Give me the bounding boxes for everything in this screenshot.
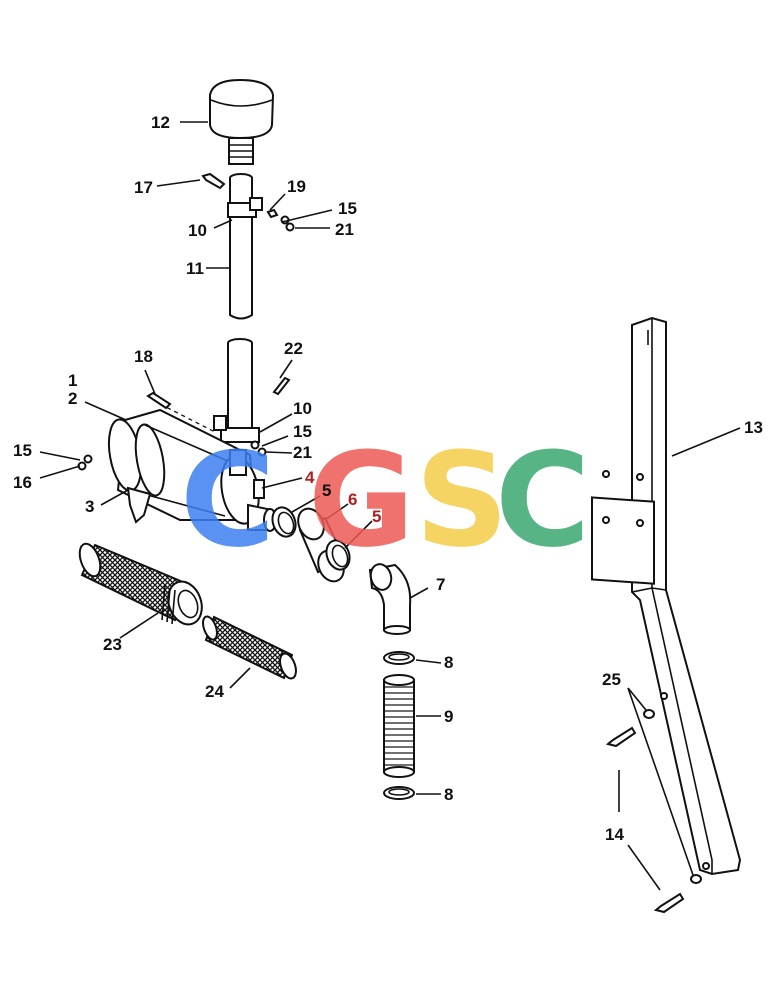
nut-19-washer <box>266 208 295 232</box>
bolt-17 <box>201 172 226 190</box>
callout-5b: 5 <box>372 507 381 526</box>
elbow-7 <box>368 563 412 635</box>
nut-15-right <box>250 440 267 457</box>
bolt-22 <box>272 376 291 396</box>
callout-labels: 12 17 19 15 21 10 11 18 22 1 2 10 15 21 … <box>13 113 763 844</box>
callout-10b: 10 <box>293 399 312 418</box>
callout-8b: 8 <box>444 785 453 804</box>
clamp-5-a <box>271 506 297 538</box>
callout-3: 3 <box>85 497 94 516</box>
callout-1: 1 <box>68 371 77 390</box>
watermark-letter-c2: C <box>495 424 590 576</box>
primary-filter-23 <box>78 542 203 626</box>
bolt-14-upper <box>605 726 637 748</box>
clamp-8-top <box>383 651 415 665</box>
callout-10a: 10 <box>188 221 207 240</box>
callout-7: 7 <box>436 575 445 594</box>
watermark-letter-g: G <box>308 424 415 576</box>
callout-9: 9 <box>444 707 453 726</box>
intake-tube-upper <box>227 173 263 320</box>
callout-11: 11 <box>186 259 204 278</box>
bolt-15-left <box>77 454 93 471</box>
mounting-bracket-13 <box>591 316 742 876</box>
washer-25-lower <box>690 874 702 884</box>
callout-21b: 21 <box>293 443 312 462</box>
callout-21a: 21 <box>335 220 354 239</box>
callout-6: 6 <box>348 490 357 509</box>
air-cleaner-housing <box>107 408 265 525</box>
washer-25-upper <box>643 709 655 719</box>
watermark: C G S C <box>180 424 590 576</box>
callout-14: 14 <box>605 825 624 844</box>
callout-2: 2 <box>68 389 77 408</box>
callout-23: 23 <box>103 635 122 654</box>
callout-24: 24 <box>205 682 224 701</box>
leader-lines <box>39 121 741 891</box>
callout-4: 4 <box>305 468 315 487</box>
dust-valve-3 <box>126 486 152 524</box>
callout-8a: 8 <box>444 653 453 672</box>
intake-tube-lower <box>213 338 260 443</box>
bolt-14-lower <box>653 892 685 914</box>
callout-17: 17 <box>134 178 153 197</box>
callout-13: 13 <box>744 418 763 437</box>
bolt-18 <box>146 391 172 410</box>
watermark-letter-s: S <box>415 424 509 576</box>
callout-15c: 15 <box>13 441 32 460</box>
callout-19: 19 <box>287 177 306 196</box>
clamp-5-b <box>325 539 351 571</box>
callout-5a: 5 <box>322 481 331 500</box>
safety-filter-24 <box>202 615 297 680</box>
flex-hose-9 <box>383 674 415 778</box>
precleaner-cap <box>209 78 275 165</box>
callout-25: 25 <box>602 670 621 689</box>
callout-15b: 15 <box>293 422 312 441</box>
callout-12: 12 <box>151 113 170 132</box>
clamp-8-bottom <box>383 786 415 800</box>
callout-15a: 15 <box>338 199 357 218</box>
callout-22: 22 <box>284 339 303 358</box>
callout-18: 18 <box>134 347 153 366</box>
watermark-letter-c: C <box>180 424 275 576</box>
callout-16: 16 <box>13 473 32 492</box>
